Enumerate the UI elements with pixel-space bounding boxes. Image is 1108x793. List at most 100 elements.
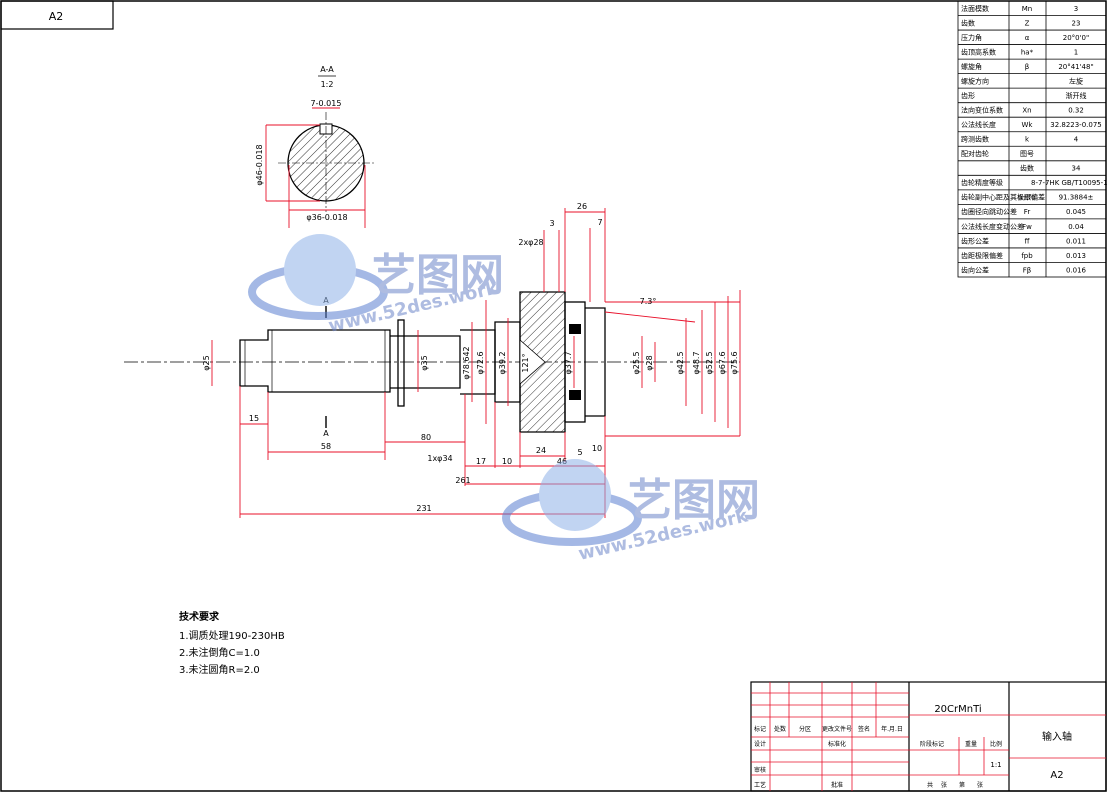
- part-name: 输入轴: [1042, 730, 1072, 743]
- section-scale: 1:2: [321, 80, 334, 89]
- param-symbol: Fr: [1024, 208, 1031, 216]
- watermark-2-brand: 艺图网: [628, 475, 760, 526]
- param-name: 齿顶高系数: [961, 47, 996, 56]
- param-symbol: Xn: [1022, 107, 1031, 115]
- dim-len-58: 58: [321, 442, 331, 451]
- tb-label-date: 年.月.日: [881, 725, 903, 733]
- param-value: 34: [1072, 165, 1081, 173]
- param-value: 20°0'0": [1063, 34, 1089, 42]
- dim-top-3: 3: [549, 219, 554, 228]
- param-name: 跨测齿数: [961, 135, 989, 144]
- param-symbol: β: [1025, 63, 1029, 71]
- tb-label-sign: 签名: [858, 725, 870, 733]
- watermark-1: 艺图网 www.52des.work: [248, 234, 504, 337]
- param-value: 3: [1074, 5, 1078, 13]
- size-tag: A2: [49, 10, 64, 23]
- watermark-1-brand: 艺图网: [372, 250, 504, 301]
- dim-len-10b: 10: [592, 444, 602, 453]
- tb-label-design: 设计: [754, 740, 766, 748]
- notes-title: 技术要求: [179, 610, 220, 623]
- dim-len-261: 261: [455, 476, 470, 485]
- tb-label-zone: 分区: [799, 725, 811, 733]
- param-symbol: Fw: [1022, 223, 1032, 231]
- param-symbol: α±fα: [1018, 194, 1036, 202]
- dim-d42: φ42.5: [676, 351, 685, 374]
- angle-taper: 7.3°: [640, 297, 657, 306]
- param-value: 0.016: [1066, 266, 1087, 274]
- param-symbol: Fβ: [1023, 266, 1032, 274]
- param-name: 螺旋角: [961, 62, 982, 71]
- param-value: 4: [1074, 136, 1079, 144]
- size-tag-box: [0, 0, 114, 30]
- dim-d37: φ37.7: [564, 351, 573, 374]
- angle-cone: 121°: [521, 353, 530, 372]
- note-3: 3.未注圆角R=2.0: [179, 663, 260, 676]
- param-name: 齿形公差: [961, 236, 989, 245]
- dim-top-7: 7: [597, 218, 602, 227]
- dim-d28: φ28: [645, 355, 654, 370]
- param-name: 齿轮精度等级: [961, 178, 1003, 187]
- param-value: 20°41'48": [1058, 63, 1093, 71]
- technical-notes: 技术要求 1.调质处理190-230HB 2.未注倒角C=1.0 3.未注圆角R…: [179, 610, 285, 676]
- dim-top-2x28: 2xφ28: [518, 238, 543, 247]
- title-block: 20CrMnTi 输入轴 A2 1:1 标记 处数 分区 更改文件号 签名 年.…: [750, 681, 1107, 792]
- dim-len-231: 231: [416, 504, 431, 513]
- dim-d25: φ25: [202, 355, 211, 370]
- param-name: 齿形: [961, 92, 975, 100]
- param-value: 左旋: [1069, 77, 1083, 86]
- dim-d78: φ78.642: [462, 346, 471, 379]
- param-symbol: fpb: [1021, 252, 1033, 260]
- dim-len-5: 5: [577, 448, 582, 457]
- param-name: 螺旋方向: [961, 77, 989, 86]
- dim-d35: φ35: [420, 355, 429, 370]
- param-name: 法面模数: [961, 4, 989, 13]
- watermark-2: 艺图网 www.52des.work: [502, 459, 760, 565]
- tb-label-weight: 重量: [965, 740, 977, 748]
- dim-d52: φ52.5: [705, 351, 714, 374]
- param-symbol: 图号: [1020, 150, 1034, 158]
- dim-diam-46: φ46-0.018: [255, 144, 264, 185]
- dim-len-80: 80: [421, 433, 431, 442]
- main-view: A A φ25 φ35 φ78.642 φ72.6 φ39.2 φ37.7 φ2…: [124, 202, 741, 518]
- param-value: 0.045: [1066, 208, 1086, 216]
- dim-diam-36: φ36-0.018: [306, 213, 347, 222]
- note-1: 1.调质处理190-230HB: [179, 630, 285, 642]
- section-view-a-a: A-A 1:2 7-0.015 φ46-0.018 φ36-0.018: [255, 65, 374, 228]
- param-name: 公法线长度变动公差: [961, 222, 1024, 231]
- param-value: 0.32: [1068, 107, 1084, 115]
- tb-label-total: 共: [927, 781, 933, 789]
- param-value: 渐开线: [1066, 91, 1087, 100]
- dim-len-24: 24: [536, 446, 546, 455]
- param-symbol: Z: [1025, 19, 1030, 27]
- param-name: 法向变位系数: [961, 106, 1003, 115]
- dim-len-17: 17: [476, 457, 486, 466]
- dim-d25-5: φ25.5: [632, 351, 641, 374]
- dim-key-width: 7-0.015: [311, 99, 342, 108]
- param-symbol: Wk: [1022, 121, 1034, 129]
- param-value: 23: [1072, 19, 1081, 27]
- param-value: 32.8223-0.075: [1050, 121, 1102, 129]
- tb-label-scale: 比例: [990, 740, 1002, 748]
- param-symbol: ha*: [1021, 48, 1034, 56]
- param-name: 齿向公差: [961, 265, 989, 274]
- param-value: 8-7-7HK GB/T10095-1988: [1031, 179, 1108, 187]
- param-name: 齿数: [961, 18, 975, 27]
- material: 20CrMnTi: [934, 704, 981, 715]
- param-symbol: α: [1025, 34, 1030, 42]
- section-marker-bottom: A: [323, 429, 329, 438]
- tb-label-sheets: 张: [941, 781, 947, 789]
- section-title: A-A: [320, 65, 334, 74]
- tb-label-process: 工艺: [754, 781, 766, 789]
- tb-label-approve: 批准: [831, 781, 843, 789]
- dim-d72: φ72.6: [476, 351, 485, 374]
- tb-label-no: 第: [959, 781, 965, 789]
- param-value: 91.3884±: [1059, 194, 1094, 202]
- dim-d48: φ48.7: [692, 351, 701, 374]
- tb-label-standard: 标准化: [828, 740, 846, 748]
- tb-label-stage: 阶段标记: [920, 740, 944, 748]
- param-symbol: Mn: [1022, 5, 1032, 13]
- param-symbol: 齿数: [1020, 164, 1034, 173]
